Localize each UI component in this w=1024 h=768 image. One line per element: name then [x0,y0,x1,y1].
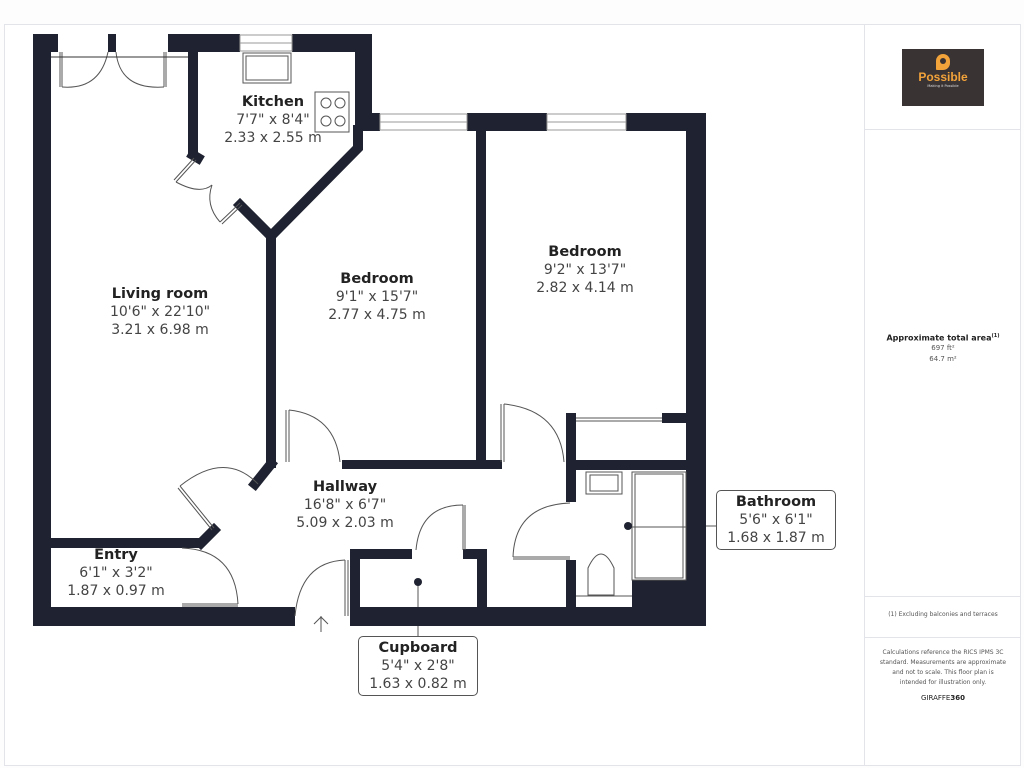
room-metric: 2.77 x 4.75 m [328,307,426,323]
room-name: Living room [111,286,209,302]
credit-part2: 360 [950,694,965,702]
area-footnote-ref: (1) [991,333,1000,339]
room-imperial: 9'1" x 15'7" [335,289,419,305]
room-metric: 2.33 x 2.55 m [224,130,322,146]
footnote: (1) Excluding balconies and terraces [888,611,998,618]
room-metric: 5.09 x 2.03 m [296,515,394,531]
area-title: Approximate total area(1) [865,333,1021,343]
room-name: Hallway [312,479,378,495]
room-imperial: 5'4" x 2'8" [381,658,455,674]
room-name: Bathroom [735,494,817,510]
room-name: Kitchen [241,94,305,110]
info-panel: Possible Making it Possible Approximate … [864,24,1021,766]
room-name: Bedroom [340,271,414,287]
location-pin-icon [936,54,950,70]
disclaimer: Calculations reference the RICS IPMS 3C … [879,649,1007,686]
room-living-room: Living room 10'6" x 22'10" 3.21 x 6.98 m [95,285,225,339]
area-title-text: Approximate total area [886,333,992,343]
disclaimer-section: Calculations reference the RICS IPMS 3C … [865,638,1021,766]
room-imperial: 9'2" x 13'7" [543,262,627,278]
room-metric: 2.82 x 4.14 m [536,280,634,296]
room-imperial: 7'7" x 8'4" [236,112,310,128]
room-metric: 1.87 x 0.97 m [67,583,165,599]
room-bedroom-1: Bedroom 9'1" x 15'7" 2.77 x 4.75 m [312,270,442,324]
area-m: 64.7 m² [929,354,957,363]
room-cupboard: Cupboard 5'4" x 2'8" 1.63 x 0.82 m [358,636,478,696]
room-name: Bedroom [548,244,622,260]
room-name: Entry [94,547,138,563]
room-name: Cupboard [378,640,458,656]
area-ft: 697 ft² [931,343,955,352]
area-section: Approximate total area(1) 697 ft² 64.7 m… [865,130,1021,597]
room-bathroom: Bathroom 5'6" x 6'1" 1.68 x 1.87 m [716,490,836,550]
room-imperial: 5'6" x 6'1" [739,512,813,528]
logo-section: Possible Making it Possible [865,24,1021,130]
room-bedroom-2: Bedroom 9'2" x 13'7" 2.82 x 4.14 m [520,243,650,297]
area-summary: Approximate total area(1) 697 ft² 64.7 m… [865,333,1021,365]
floorplan-frame [4,24,1021,766]
footnote-section: (1) Excluding balconies and terraces [865,597,1021,638]
giraffe360-credit: GIRAFFE360 [865,694,1021,702]
logo-tagline: Making it Possible [927,84,959,88]
agency-logo: Possible Making it Possible [902,49,984,106]
room-imperial: 16'8" x 6'7" [303,497,387,513]
room-metric: 3.21 x 6.98 m [111,322,209,338]
logo-name: Possible [918,70,968,84]
room-metric: 1.63 x 0.82 m [369,676,467,692]
room-kitchen: Kitchen 7'7" x 8'4" 2.33 x 2.55 m [218,93,328,147]
room-entry: Entry 6'1" x 3'2" 1.87 x 0.97 m [56,546,176,600]
room-imperial: 6'1" x 3'2" [79,565,153,581]
room-metric: 1.68 x 1.87 m [727,530,825,546]
floor-plan-drawing [33,34,716,636]
room-hallway: Hallway 16'8" x 6'7" 5.09 x 2.03 m [280,478,410,532]
room-imperial: 10'6" x 22'10" [109,304,211,320]
credit-part1: GIRAFFE [921,694,951,702]
